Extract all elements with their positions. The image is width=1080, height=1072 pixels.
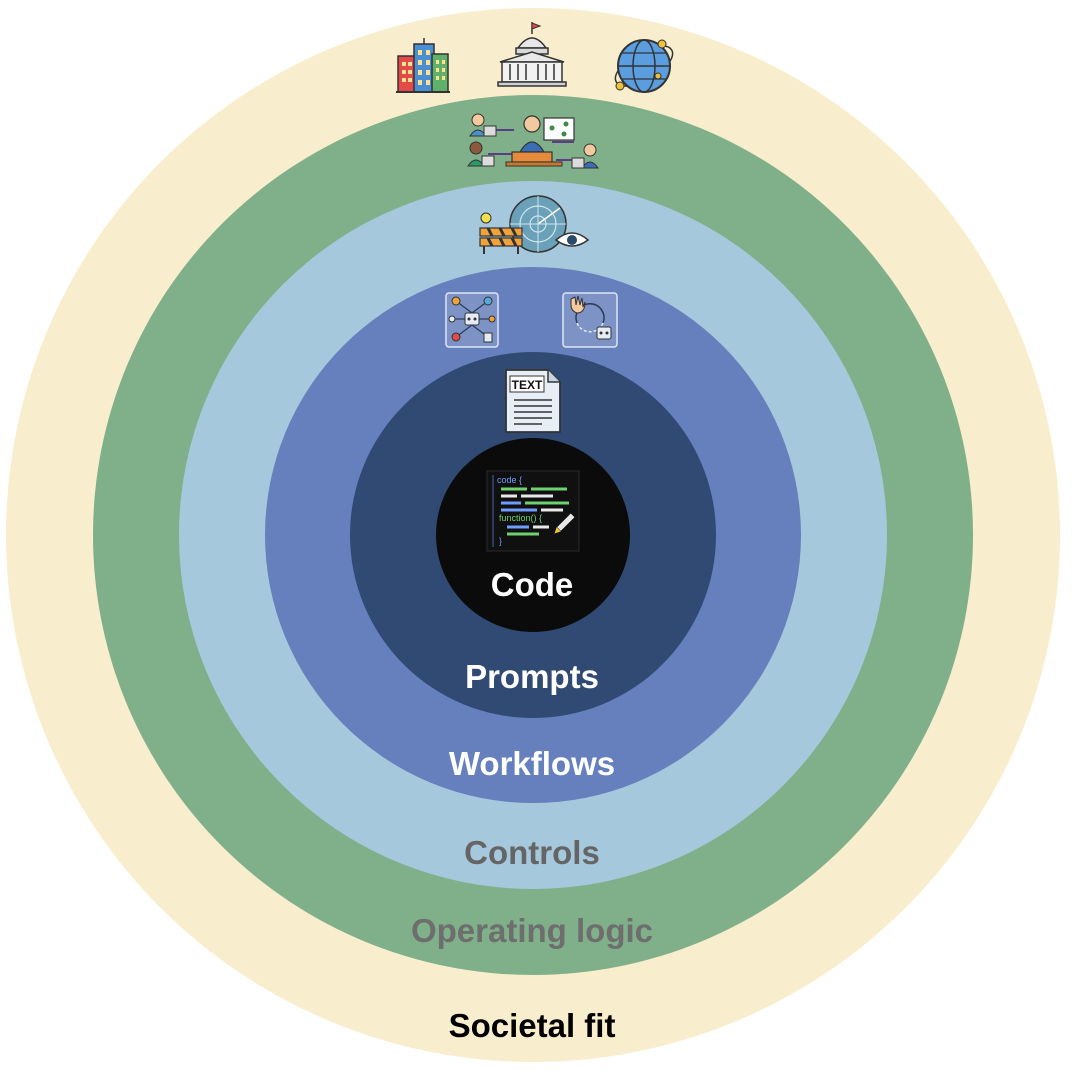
ring-label-controls: Controls	[464, 834, 600, 871]
code-line-3: }	[499, 536, 502, 546]
text-document-icon: TEXT	[505, 369, 561, 433]
ring-label-workflows: Workflows	[449, 745, 615, 782]
code-line-1: code {	[497, 475, 522, 485]
human-in-the-loop-icon	[562, 292, 618, 348]
ring-label-code: Code	[491, 566, 574, 603]
ring-label-societal-fit: Societal fit	[449, 1007, 616, 1044]
text-document-label: TEXT	[512, 378, 543, 392]
code-line-2: function() {	[499, 513, 542, 523]
code-editor-icon: code { function() { }	[486, 470, 580, 552]
globe-network-icon	[614, 39, 674, 93]
city-buildings-icon	[396, 38, 450, 93]
agent-orchestration-icon	[445, 292, 499, 348]
ring-label-operating-logic: Operating logic	[411, 912, 653, 949]
barrier-radar-eye-icon	[479, 195, 590, 254]
team-collaboration-icon	[467, 113, 599, 169]
ring-label-prompts: Prompts	[465, 658, 599, 695]
capitol-building-icon	[497, 22, 567, 87]
